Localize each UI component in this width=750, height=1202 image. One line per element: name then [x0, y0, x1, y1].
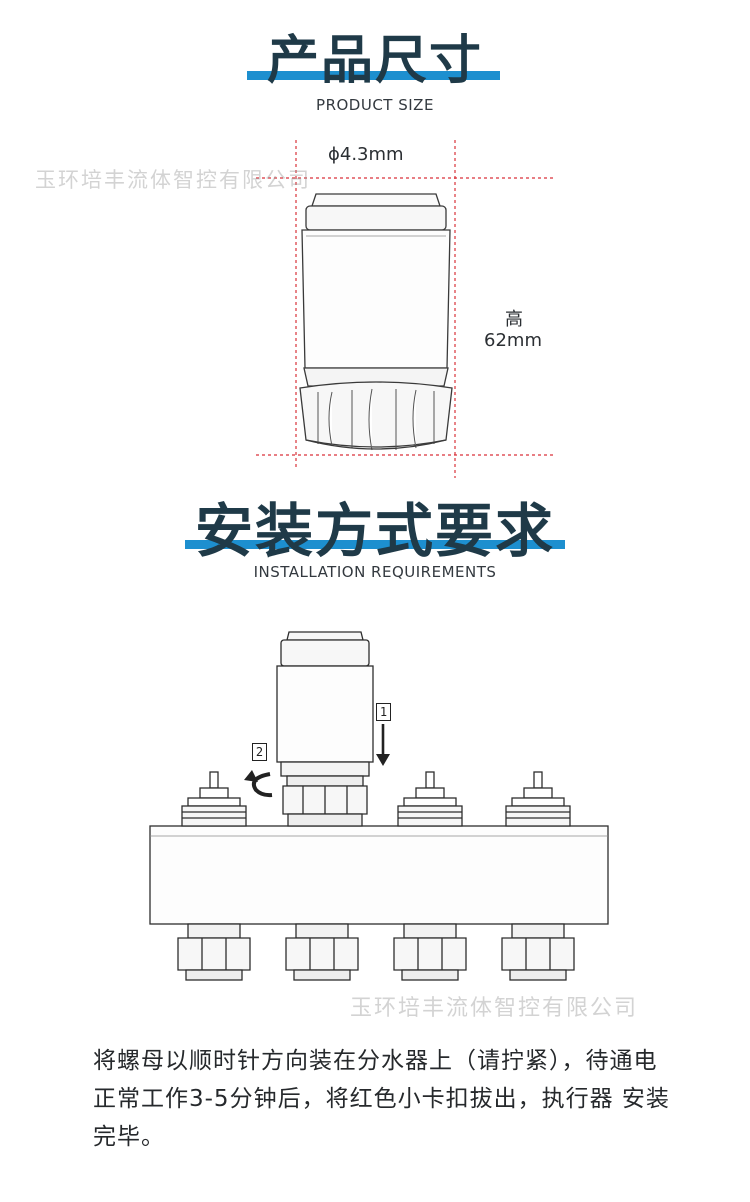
step2-label: 2: [252, 743, 267, 761]
height-label: 高: [505, 309, 523, 330]
height-value: 62mm: [484, 330, 542, 351]
installation-title: 安装方式要求: [194, 497, 555, 565]
dimension-lines: [256, 140, 556, 478]
product-size-title: 产品尺寸: [266, 31, 483, 91]
watermark-bottom: 玉环培丰流体智控有限公司: [350, 996, 639, 1021]
actuator-on-manifold: [276, 631, 374, 827]
installation-diagram: [149, 631, 609, 981]
installation-heading-bar: [185, 540, 565, 549]
installation-instructions: 将螺母以顺时针方向装在分水器上（请拧紧），待通电正常工作3-5分钟后，将红色小卡…: [93, 1048, 670, 1150]
product-dimension-drawing: [256, 140, 556, 478]
product-size-subtitle: PRODUCT SIZE: [316, 96, 434, 114]
step1-label: 1: [376, 703, 391, 721]
bottom-fittings: [177, 923, 575, 981]
product-size-heading-bar: [247, 71, 500, 80]
step2-rotate-arrow-icon: [244, 770, 273, 798]
step1-down-arrow-icon: [376, 724, 390, 766]
valve-stems: [181, 771, 571, 827]
actuator-illustration: [299, 193, 453, 451]
installation-subtitle: INSTALLATION REQUIREMENTS: [253, 563, 497, 581]
diameter-label: ϕ4.3mm: [328, 144, 404, 165]
manifold-body: [149, 825, 609, 925]
watermark-top: 玉环培丰流体智控有限公司: [35, 168, 311, 192]
